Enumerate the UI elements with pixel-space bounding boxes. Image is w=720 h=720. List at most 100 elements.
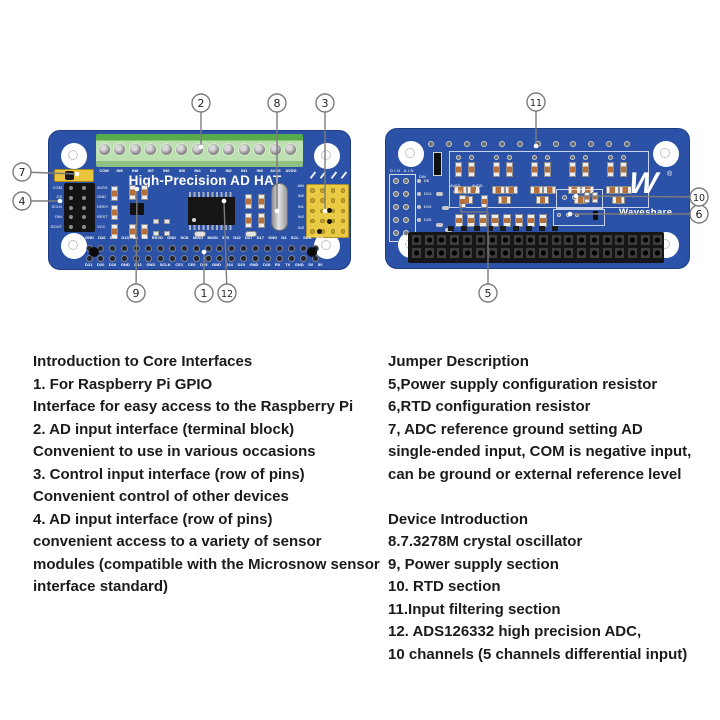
gpio-hole bbox=[240, 244, 248, 252]
smd-resistor bbox=[515, 214, 523, 227]
mounting-hole-ring bbox=[660, 148, 670, 158]
solder-pad bbox=[539, 226, 545, 231]
filter-pad bbox=[499, 141, 506, 147]
gpio-socket bbox=[424, 248, 434, 258]
gpio-socket bbox=[437, 248, 447, 258]
filter-pad bbox=[588, 141, 595, 147]
filter-pad bbox=[481, 141, 488, 147]
filter-pad bbox=[570, 141, 577, 147]
filter-pad bbox=[570, 155, 575, 160]
gpio-pin-label: SCK bbox=[180, 235, 189, 240]
solder-pad bbox=[153, 219, 159, 224]
gpio-pin-label: D4 bbox=[281, 235, 287, 240]
gpio-hole bbox=[133, 244, 141, 252]
gpio-hole bbox=[240, 254, 248, 262]
gpio-socket bbox=[589, 235, 599, 245]
rtd-section bbox=[556, 189, 603, 209]
smd-resistor bbox=[258, 213, 265, 228]
solder-pad bbox=[461, 226, 467, 231]
smd-resistor bbox=[498, 196, 511, 204]
gpio-pin-label: 5V bbox=[317, 262, 323, 267]
description-line: modules (compatible with the Microsnow s… bbox=[33, 555, 380, 573]
gpio-hole bbox=[264, 254, 271, 262]
control-pin-label: VCC bbox=[97, 223, 106, 229]
smd-resistor bbox=[506, 162, 513, 177]
rtd-config-section bbox=[553, 209, 605, 226]
callout-number: 9 bbox=[133, 287, 140, 300]
gpio-socket bbox=[627, 248, 637, 258]
filter-pad bbox=[552, 141, 559, 147]
rtd-config-resistor bbox=[584, 192, 590, 203]
gpio-pin-label: 3V3 bbox=[222, 235, 230, 240]
jumper-label-top: AVDD bbox=[472, 183, 483, 188]
gpio-pin-label: 5V bbox=[308, 262, 314, 267]
gpio-pin-label: D13 bbox=[121, 235, 129, 240]
description-line: 6,RTD configuration resistor bbox=[388, 398, 591, 415]
gpio-pin-label: D21 bbox=[85, 262, 93, 267]
smd-resistor bbox=[258, 194, 265, 209]
description-line: 1. For Raspberry Pi GPIO bbox=[33, 375, 213, 393]
sensor-col-mark bbox=[319, 171, 327, 179]
gpio-hole bbox=[299, 254, 307, 262]
jumper-label-bottom: GND bbox=[453, 189, 462, 194]
gpio-hole bbox=[216, 244, 224, 252]
mounting-hole-ring bbox=[68, 150, 78, 160]
smd-resistor bbox=[606, 186, 619, 194]
filter-pad bbox=[545, 155, 550, 160]
filter-pad bbox=[557, 213, 561, 217]
terminal-screw bbox=[113, 143, 127, 156]
gpio-pin-label: GND bbox=[212, 262, 221, 267]
gpio-hole bbox=[121, 254, 129, 262]
description-line: 7, ADC reference ground setting AD bbox=[388, 420, 643, 438]
terminal-screw bbox=[237, 143, 251, 156]
control-pin-label: AVSS bbox=[97, 184, 108, 190]
gpio-pin-label: D26 bbox=[424, 217, 432, 222]
gpio-hole bbox=[287, 254, 295, 262]
gpio-hole bbox=[287, 244, 295, 252]
filter-pad bbox=[583, 155, 588, 160]
sensor-pin bbox=[340, 208, 346, 214]
gpio-hole bbox=[168, 244, 176, 252]
smd-resistor bbox=[491, 214, 499, 227]
terminal-screw bbox=[175, 143, 189, 156]
ic-pins-top bbox=[189, 192, 234, 197]
filter-pad bbox=[606, 141, 612, 147]
filter-pad bbox=[456, 155, 461, 160]
smd-resistor bbox=[536, 196, 549, 204]
gpio-hole bbox=[180, 244, 188, 252]
terminal-pin-label: IN6 bbox=[163, 167, 170, 173]
gpio-socket bbox=[526, 248, 536, 258]
diode-component bbox=[433, 152, 442, 176]
gpio-socket bbox=[437, 235, 447, 245]
gpio-hole bbox=[145, 254, 152, 262]
gpio-socket bbox=[615, 235, 625, 245]
control-pin-label: CS bbox=[56, 194, 62, 200]
gpio-hole bbox=[204, 244, 212, 252]
mounting-hole-ring bbox=[321, 240, 331, 250]
waveshare-logo: W ® Waveshare bbox=[619, 167, 683, 223]
config-resistor bbox=[481, 195, 488, 208]
gpio-pin-label: GND bbox=[294, 262, 304, 267]
gpio-socket bbox=[450, 248, 460, 258]
sensor-pin bbox=[320, 218, 325, 224]
solder-pad bbox=[245, 231, 257, 237]
filter-pad bbox=[507, 155, 512, 160]
gpio-pin-label: 3V3 bbox=[315, 235, 323, 240]
port-pad bbox=[393, 230, 399, 236]
mounting-hole-ring bbox=[405, 148, 415, 158]
smd-resistor bbox=[619, 186, 632, 194]
registered-trademark-icon: ® bbox=[667, 171, 673, 178]
gpio-hole bbox=[192, 254, 200, 262]
terminal-pin-label: IN5 bbox=[178, 167, 185, 173]
smd-resistor bbox=[467, 186, 480, 194]
callout-number: 6 bbox=[696, 208, 703, 221]
terminal-screw bbox=[159, 143, 173, 156]
smd-resistor bbox=[479, 214, 487, 227]
terminal-pin-label: IN2 bbox=[225, 167, 232, 173]
sensor-pin bbox=[310, 229, 315, 234]
gpio-socket bbox=[564, 248, 574, 258]
solder-pad bbox=[474, 226, 480, 231]
